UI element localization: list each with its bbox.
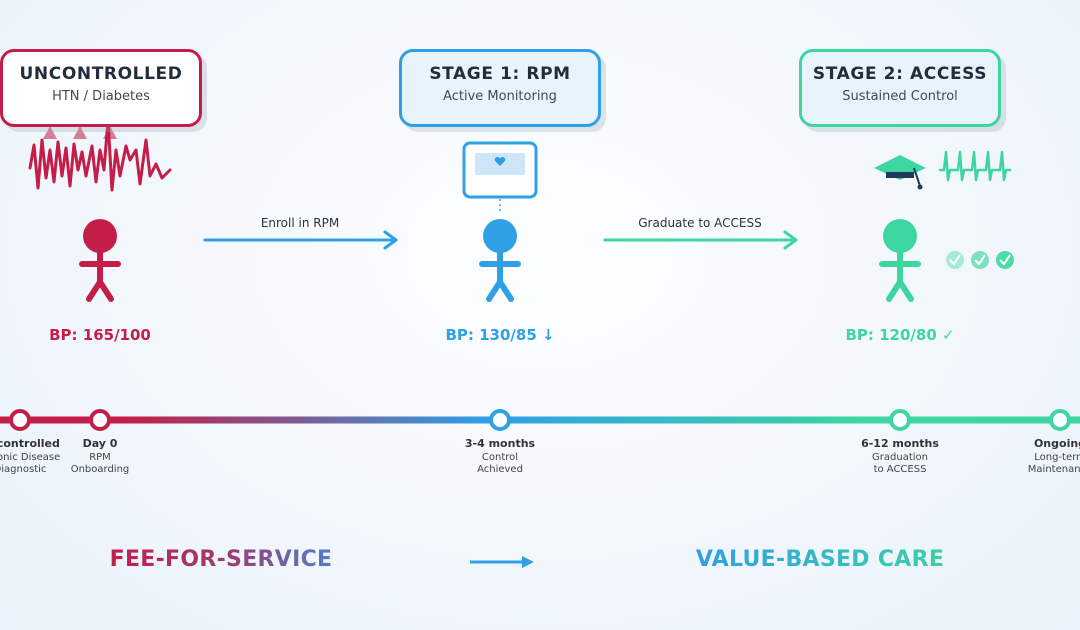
graduate-arrow	[603, 230, 798, 250]
enroll-arrow	[203, 230, 398, 250]
milestone-node	[9, 409, 31, 431]
graduation-cap-icon	[874, 155, 926, 190]
steady-heartbeat-icon	[938, 150, 1012, 182]
milestone-node	[1049, 409, 1071, 431]
fee-for-service-label: FEE-FOR-SERVICE	[109, 547, 333, 572]
bp-reading-access: BP: 120/80 ✓	[845, 326, 955, 344]
patient-figure-rpm	[479, 219, 521, 302]
milestone-node	[89, 409, 111, 431]
milestone-title: 6-12 months	[861, 437, 939, 450]
patient-figure-access	[879, 219, 921, 302]
enroll-label: Enroll in RPM	[260, 216, 340, 230]
milestone-title: Uncontrolled	[0, 437, 60, 450]
milestone-node	[489, 409, 511, 431]
stage-title: STAGE 1: RPM	[429, 64, 571, 84]
patient-figure-uncontrolled	[79, 219, 121, 302]
bp-monitor-icon	[462, 141, 538, 212]
stage-subtitle: HTN / Diabetes	[52, 89, 150, 104]
stage-subtitle: Active Monitoring	[443, 89, 557, 104]
stage-box-rpm: STAGE 1: RPM Active Monitoring	[399, 49, 601, 127]
milestone-desc: Long-termMaintenance	[1027, 452, 1080, 475]
milestone-title: 3-4 months	[464, 437, 536, 450]
milestone-uncontrolled: Uncontrolled Chronic DiseaseDiagnostic	[0, 437, 85, 476]
milestone-ongoing: Ongoing Long-termMaintenance	[995, 437, 1080, 476]
check-circles-icon	[946, 251, 1014, 269]
milestone-desc: Chronic DiseaseDiagnostic	[0, 452, 61, 475]
bp-reading-uncontrolled: BP: 165/100	[49, 326, 151, 344]
graduate-label: Graduate to ACCESS	[638, 216, 762, 230]
stage-title: STAGE 2: ACCESS	[812, 64, 988, 84]
stage-subtitle: Sustained Control	[842, 89, 958, 104]
stage-box-uncontrolled: UNCONTROLLED HTN / Diabetes	[0, 49, 202, 127]
value-based-care-label: VALUE-BASED CARE	[695, 547, 945, 572]
footer-arrow	[470, 556, 534, 568]
milestone-title: Ongoing	[1033, 437, 1080, 450]
bp-reading-rpm: BP: 130/85 ↓	[445, 326, 555, 344]
milestone-node	[889, 409, 911, 431]
stage-title: UNCONTROLLED	[19, 64, 183, 84]
stage-box-access: STAGE 2: ACCESS Sustained Control	[799, 49, 1001, 127]
erratic-heartbeat-icon	[28, 118, 172, 192]
milestone-title: Day 0	[82, 437, 118, 450]
